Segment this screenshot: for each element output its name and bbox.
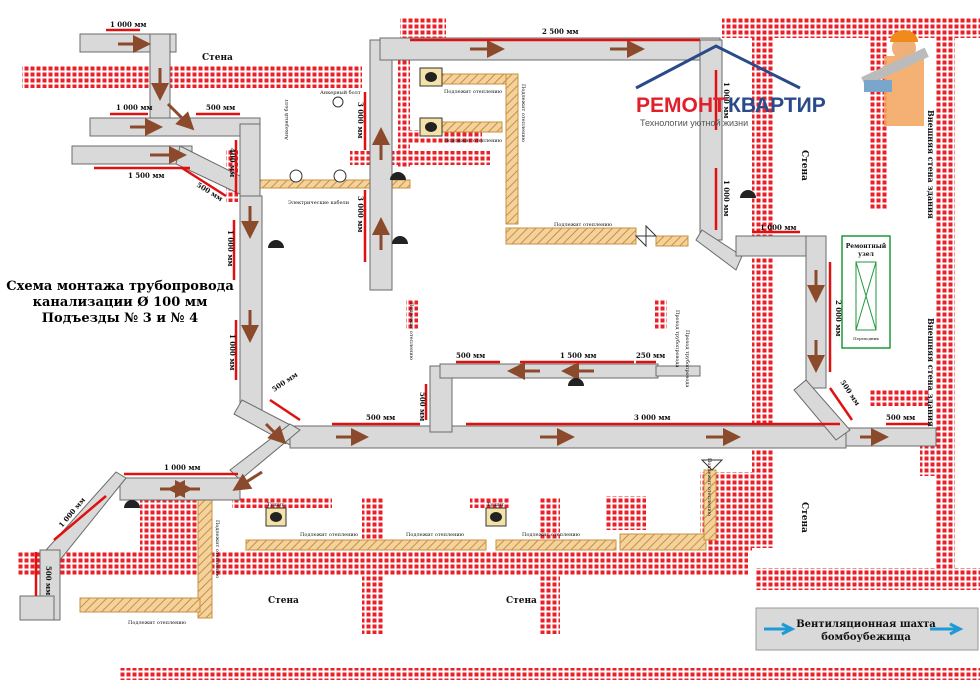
valve-icon-1 <box>634 224 658 248</box>
inspection-icon-2 <box>568 378 584 386</box>
vent-shaft-label-2: бомбоубежища <box>821 632 911 643</box>
dim-mid-1500: 1 500 мм <box>560 351 597 360</box>
insulation-label-10: Подлежит отеплению <box>214 520 220 579</box>
repair-unit-note: Переходник <box>853 336 879 341</box>
fixtures <box>124 67 756 527</box>
insulation-label-7: Подлежит отеплению <box>522 532 581 538</box>
anchor-bolt-icon-2 <box>333 169 347 183</box>
dim-left-500: 500 мм <box>206 103 235 112</box>
dim-riser-3000b: 3 000 мм <box>356 196 365 233</box>
text-labels: Стена Стена Стена Стена Стена Внешняя ст… <box>128 53 936 626</box>
dim-right-1000c: 1 000 мм <box>760 223 797 232</box>
insulation-label-1: Подлежит отеплению <box>444 89 503 95</box>
anchor-bolt-icon-1 <box>289 169 303 183</box>
diagram-title: Схема монтажа трубопровода канализации Ø… <box>6 279 234 326</box>
title-line-2: канализации Ø 100 мм <box>33 295 208 310</box>
logo-brand-left: РЕМОНТ <box>636 94 726 117</box>
insulation-label-9: Подлежит отеплению <box>706 458 712 517</box>
insulation-label-3: Подлежит отеплению <box>520 84 526 143</box>
house-roof-icon <box>635 44 801 90</box>
outer-wall-label-1: Внешняя стена здания <box>926 110 936 219</box>
logo: РЕМОНТ КВАРТИР Технологии уютной жизни <box>635 30 929 128</box>
wall-label-1: Стена <box>202 53 233 63</box>
title-line-1: Схема монтажа трубопровода <box>6 279 234 294</box>
inspection-icon-4 <box>392 236 408 244</box>
pipe-pass-label-2: Проход трубопровода <box>684 330 691 387</box>
dim-mid-250: 250 мм <box>636 351 665 360</box>
repair-unit-label-2: узел <box>858 251 874 258</box>
insulation-label-11: Подлежит отеплению <box>408 302 414 361</box>
logo-tagline: Технологии уютной жизни <box>640 118 748 128</box>
vent-shaft-label-1: Вентиляционная шахта <box>796 619 936 630</box>
vent-shaft: Вентиляционная шахта бомбоубежища <box>755 607 979 651</box>
insulation-label-4: Подлежит отеплению <box>554 222 613 228</box>
dim-vert-1000b: 1 000 мм <box>228 334 237 371</box>
insulation-label-6: Подлежит отеплению <box>406 532 465 538</box>
wall-label-2: Стена <box>268 596 299 606</box>
dim-diag-500b: 500 мм <box>270 370 299 394</box>
dimension-lines <box>34 28 930 596</box>
dim-right-1000b: 1 000 мм <box>722 180 731 217</box>
dim-bottom-500: 500 мм <box>44 566 53 595</box>
title-line-3: Подъезды № 3 и № 4 <box>42 311 198 326</box>
dim-vert-400: 400 мм <box>228 148 237 177</box>
dim-right-1000a: 1 000 мм <box>722 82 731 119</box>
sewer-pipes <box>19 33 937 621</box>
electric-cable-label: Электрические кабели <box>288 199 350 206</box>
dim-bottom-1000: 1 000 мм <box>164 463 201 472</box>
flow-arrows <box>118 35 889 498</box>
anchor-bolt-icon-3 <box>332 96 344 108</box>
insulated-pipes <box>79 73 717 619</box>
dim-mid-vert-500: 500 мм <box>418 392 427 421</box>
toilet-icon-4 <box>485 507 507 527</box>
vent-arrow-left <box>764 622 796 636</box>
tap-label-2: Тушит <box>487 502 504 508</box>
dim-right-diag-500: 500 мм <box>838 378 862 407</box>
dim-top-2500: 2 500 мм <box>542 27 579 36</box>
anchor-bolt-label-1: Анкерный болт <box>283 99 290 140</box>
dim-riser-3000a: 3 000 мм <box>356 102 365 139</box>
insulation-label-5: Подлежит отеплению <box>300 532 359 538</box>
dim-h-500: 500 мм <box>366 413 395 422</box>
vent-arrow-right <box>930 622 964 636</box>
inspection-icon-5 <box>740 190 756 198</box>
inspection-icon-1 <box>124 500 140 508</box>
dim-right-2000: 2 000 мм <box>834 300 843 337</box>
dim-left-1500: 1 500 мм <box>128 171 165 180</box>
dim-top-left: 1 000 мм <box>110 20 147 29</box>
worker-mascot-icon <box>861 30 929 126</box>
insulation-label-8: Подлежит отеплению <box>128 620 187 626</box>
pipe-pass-label-1: Проход трубопровода <box>674 310 681 367</box>
wall-label-4: Стена <box>799 150 809 181</box>
dim-h-500-right: 500 мм <box>886 413 915 422</box>
repair-unit: Ремонтный узел Переходник <box>841 235 891 349</box>
anchor-bolt-label-2: Анкерный болт <box>320 89 361 96</box>
dim-mid-500: 500 мм <box>456 351 485 360</box>
valve-icon-2 <box>700 459 724 471</box>
outer-wall-label-2: Внешняя стена здания <box>926 318 936 427</box>
logo-brand-right: КВАРТИР <box>728 94 826 117</box>
wall-label-3: Стена <box>506 596 537 606</box>
repair-unit-label-1: Ремонтный <box>846 243 887 250</box>
tap-label-1: Тушит <box>267 502 284 508</box>
wall-label-5: Стена <box>799 502 809 533</box>
dim-left-1000: 1 000 мм <box>116 103 153 112</box>
inspection-icon-3 <box>390 172 406 180</box>
dim-h-3000: 3 000 мм <box>634 413 671 422</box>
inspection-icon-6 <box>268 240 284 248</box>
toilet-icon-1 <box>419 67 443 87</box>
insulation-label-2: Подлежит отеплению <box>444 138 503 144</box>
dim-vert-1000a: 1 000 мм <box>226 230 235 267</box>
toilet-icon-3 <box>265 507 287 527</box>
toilet-icon-2 <box>419 117 443 137</box>
